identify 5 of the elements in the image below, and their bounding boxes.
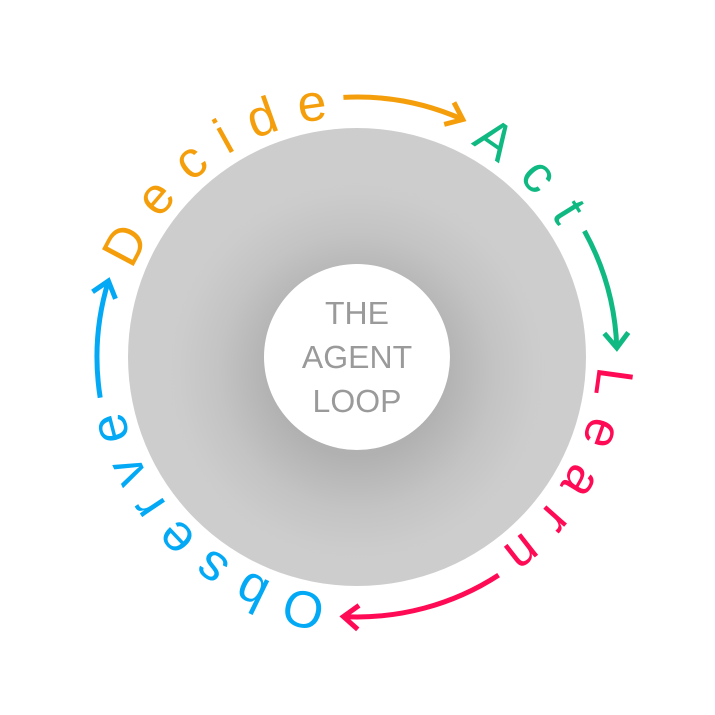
arrow: [343, 94, 466, 128]
arrow: [582, 230, 630, 350]
hub-circle: THE AGENT LOOP: [264, 264, 450, 450]
arrow: [90, 278, 119, 398]
arrow: [340, 572, 500, 631]
